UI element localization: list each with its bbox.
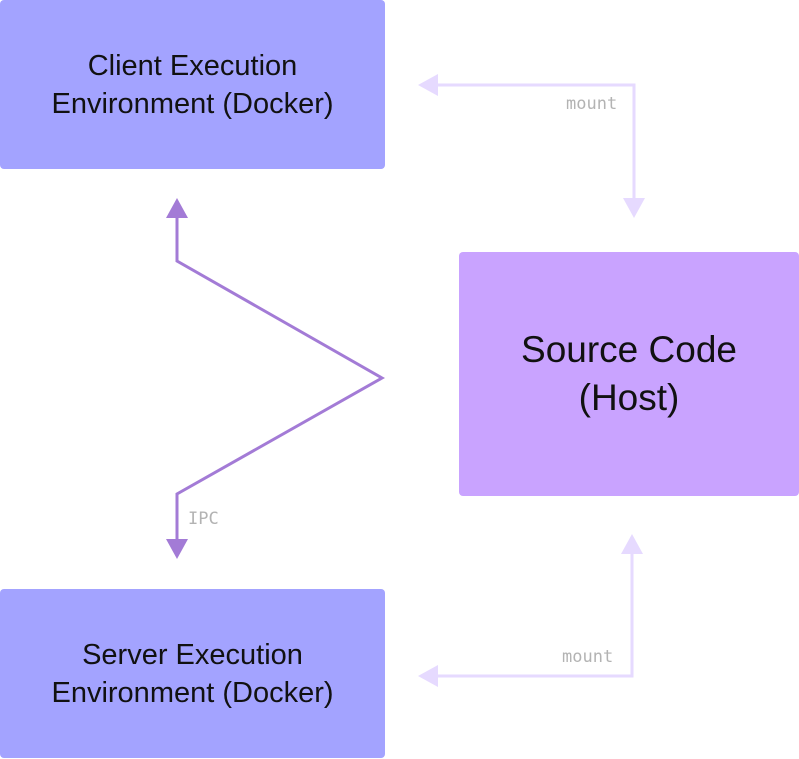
server-node-label-line2: Environment (Docker) (51, 676, 334, 709)
client-mount-line (437, 83, 636, 198)
ipc-connector: IPC (166, 198, 386, 559)
client-execution-environment-node: Client Execution Environment (Docker) (0, 0, 385, 169)
client-node-label-line1: Client Execution (87, 49, 298, 82)
client-mount-arrowhead-down (623, 198, 645, 218)
ipc-label: IPC (188, 509, 219, 529)
server-mount-label: mount (562, 647, 613, 667)
server-node-label-line1: Server Execution (82, 638, 303, 671)
ipc-arrowhead-down (166, 539, 188, 559)
client-mount-connector: mount (418, 74, 645, 218)
server-mount-connector: mount (418, 534, 643, 687)
ipc-line (175, 218, 386, 540)
source-code-host-node: Source Code (Host) (459, 252, 799, 496)
source-node-label-line2: (Host) (578, 377, 680, 418)
server-mount-arrowhead-left (418, 665, 438, 687)
client-mount-label: mount (566, 94, 617, 114)
client-node-label-line2: Environment (Docker) (51, 87, 334, 120)
ipc-arrowhead-up (166, 198, 188, 218)
client-mount-arrowhead-left (418, 74, 438, 96)
server-mount-arrowhead-up (621, 534, 643, 554)
source-node-label-line1: Source Code (521, 329, 737, 370)
server-execution-environment-node: Server Execution Environment (Docker) (0, 589, 385, 758)
server-mount-line (437, 554, 634, 678)
